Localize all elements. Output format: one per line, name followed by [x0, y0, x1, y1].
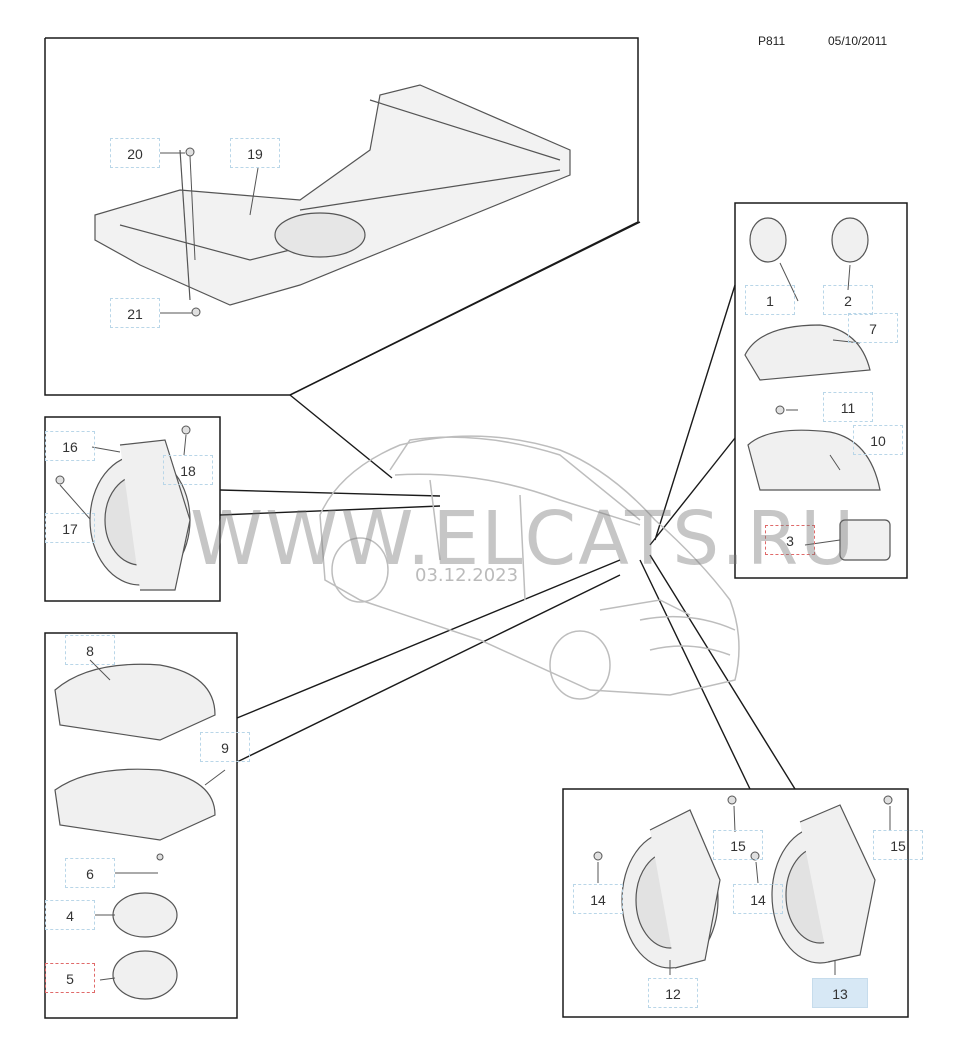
leader-left-top: [219, 489, 441, 516]
part-label-8[interactable]: 8: [65, 635, 115, 665]
leader-right-top: [649, 284, 736, 546]
panel-left-bottom: [44, 632, 238, 1019]
watermark-text: WWW.ELCATS.RU: [190, 496, 857, 582]
leader-right-bottom: [639, 554, 796, 790]
part-label-15-right[interactable]: 15: [873, 830, 923, 860]
leader-top: [289, 221, 641, 479]
part-label-1[interactable]: 1: [745, 285, 795, 315]
screw-icons: [55, 147, 893, 861]
part-label-11[interactable]: 11: [823, 392, 873, 422]
part-label-17[interactable]: 17: [45, 513, 95, 543]
part-label-20[interactable]: 20: [110, 138, 160, 168]
panel-left-top: [44, 416, 221, 602]
part-label-3[interactable]: 3: [765, 525, 815, 555]
diagram-code: P811: [758, 34, 786, 48]
part-label-18[interactable]: 18: [163, 455, 213, 485]
subframe-part: [94, 84, 571, 306]
part-label-21[interactable]: 21: [110, 298, 160, 328]
part-label-15-left[interactable]: 15: [713, 830, 763, 860]
panel-right-top: [734, 202, 908, 579]
rear-door-speaker-parts: [621, 804, 876, 969]
part-label-7[interactable]: 7: [848, 313, 898, 343]
part-label-9[interactable]: 9: [200, 732, 250, 762]
part-label-14-right[interactable]: 14: [733, 884, 783, 914]
part-label-14-left[interactable]: 14: [573, 884, 623, 914]
rear-cover-parts: [54, 663, 216, 1000]
part-label-4[interactable]: 4: [45, 900, 95, 930]
leader-left-bottom: [236, 559, 621, 763]
part-label-13[interactable]: 13: [812, 978, 868, 1008]
watermark-date: 03.12.2023: [415, 565, 519, 586]
diagram-date: 05/10/2011: [828, 34, 888, 48]
part-label-5[interactable]: 5: [45, 963, 95, 993]
part-label-6[interactable]: 6: [65, 858, 115, 888]
part-label-12[interactable]: 12: [648, 978, 698, 1008]
part-label-10[interactable]: 10: [853, 425, 903, 455]
tweeter-parts: [744, 217, 891, 561]
part-label-16[interactable]: 16: [45, 431, 95, 461]
front-door-speaker-part: [89, 439, 191, 591]
panel-right-bottom: [562, 788, 909, 1018]
part-label-2[interactable]: 2: [823, 285, 873, 315]
part-label-19[interactable]: 19: [230, 138, 280, 168]
car-outline: [319, 435, 740, 700]
